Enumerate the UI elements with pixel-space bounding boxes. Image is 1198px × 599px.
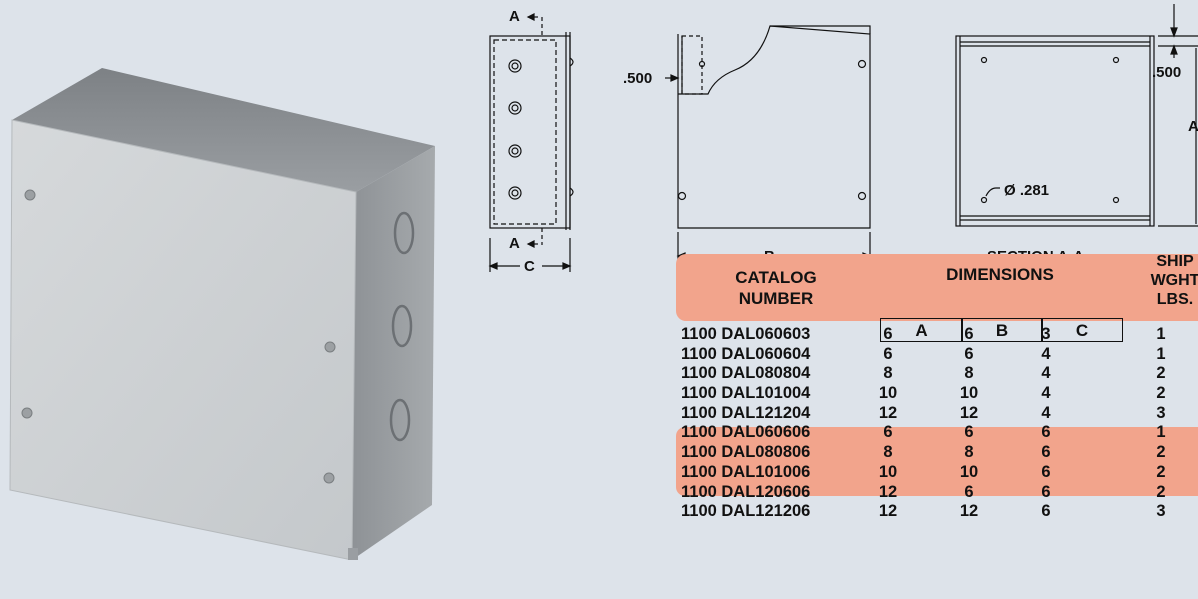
enclosure-side xyxy=(352,146,435,560)
section-view-drawing xyxy=(955,4,1198,227)
cell-a: 12 xyxy=(878,482,898,501)
cell-catalog: 1100 DAL121204 xyxy=(681,403,811,422)
cell-c: 6 xyxy=(1041,482,1051,501)
cell-a: 6 xyxy=(883,325,893,343)
cell-catalog: 1100 DAL121206 xyxy=(681,502,811,521)
cell-c: 4 xyxy=(1041,364,1051,383)
knockout-bottom xyxy=(389,398,411,442)
cell-catalog: 1100 DAL101006 xyxy=(681,462,811,481)
enclosure-illustration xyxy=(9,68,435,560)
cell-weight: 2 xyxy=(1156,384,1166,403)
screw-bottom-right xyxy=(323,472,335,484)
cell-b: 6 xyxy=(964,482,974,501)
table-header-band xyxy=(676,254,1198,321)
cell-weight: 1 xyxy=(1156,423,1166,442)
cell-a: 10 xyxy=(878,384,898,403)
cell-catalog: 1100 DAL120606 xyxy=(681,482,811,501)
cell-a: 10 xyxy=(878,462,898,481)
front-view-drawing xyxy=(665,25,872,264)
header-catalog-line2: NUMBER xyxy=(738,289,814,308)
cell-b: 6 xyxy=(964,344,974,363)
cell-weight: 3 xyxy=(1156,403,1166,422)
knockout-top xyxy=(393,211,415,255)
cell-c: 6 xyxy=(1041,502,1051,521)
cell-c: 6 xyxy=(1041,423,1051,442)
cell-catalog: 1100 DAL101004 xyxy=(681,384,811,403)
flange-dimension-label: .500 xyxy=(623,70,653,87)
cell-catalog: 1100 DAL080806 xyxy=(681,443,811,462)
cell-c: 4 xyxy=(1041,403,1051,422)
cell-b: 10 xyxy=(959,462,979,481)
cell-weight: 1 xyxy=(1156,325,1166,343)
cell-weight: 2 xyxy=(1156,443,1166,462)
cell-b: 12 xyxy=(959,502,979,521)
cell-c: 4 xyxy=(1041,384,1051,403)
knockout-middle xyxy=(391,304,413,348)
enclosure-front-cover xyxy=(9,119,357,560)
header-ship-line3: LBS. xyxy=(1156,291,1194,308)
cell-catalog: 1100 DAL060606 xyxy=(681,423,811,442)
cell-b: 8 xyxy=(964,443,974,462)
header-ship-line1: SHIP xyxy=(1156,253,1194,270)
cell-catalog: 1100 DAL080804 xyxy=(681,364,811,383)
cell-c: 6 xyxy=(1041,443,1051,462)
cell-weight: 2 xyxy=(1156,364,1166,383)
hole-diameter-label: Ø .281 xyxy=(1004,182,1050,199)
cell-a: 12 xyxy=(878,502,898,521)
enclosure-top xyxy=(12,68,435,192)
section-label-bottom: A xyxy=(509,235,520,252)
side-view-drawing xyxy=(488,13,574,272)
header-dimensions: DIMENSIONS xyxy=(946,265,1054,284)
header-dim-b: B xyxy=(961,318,1043,342)
cell-a: 8 xyxy=(883,443,893,462)
cell-catalog: 1100 DAL060603 xyxy=(681,325,811,343)
cell-c: 6 xyxy=(1041,462,1051,481)
cell-b: 6 xyxy=(964,325,974,343)
cell-a: 8 xyxy=(883,364,893,383)
header-dim-a: A xyxy=(880,318,963,342)
cell-weight: 2 xyxy=(1156,482,1166,501)
header-dim-c: C xyxy=(1041,318,1123,342)
cell-weight: 2 xyxy=(1156,462,1166,481)
dimension-a-label: A xyxy=(1188,118,1198,135)
cell-a: 6 xyxy=(883,423,893,442)
header-catalog-line1: CATALOG xyxy=(735,268,817,287)
cell-b: 10 xyxy=(959,384,979,403)
cell-c: 3 xyxy=(1041,325,1051,343)
screw-bottom-left xyxy=(21,407,33,419)
section-flange-label: .500 xyxy=(1152,64,1182,81)
highlight-band xyxy=(676,427,1198,496)
header-ship-line2: WGHT xyxy=(1150,272,1198,289)
dimension-c-label: C xyxy=(524,258,535,275)
cell-a: 12 xyxy=(878,403,898,422)
section-label-top: A xyxy=(509,8,520,25)
screw-top-right xyxy=(324,341,336,353)
cell-b: 8 xyxy=(964,364,974,383)
screw-top-left xyxy=(24,189,36,201)
cell-b: 12 xyxy=(959,403,979,422)
cell-weight: 1 xyxy=(1156,344,1166,363)
cell-a: 6 xyxy=(883,344,893,363)
cell-c: 4 xyxy=(1041,344,1051,363)
cell-catalog: 1100 DAL060604 xyxy=(681,344,811,363)
cell-weight: 3 xyxy=(1156,502,1166,521)
cell-b: 6 xyxy=(964,423,974,442)
